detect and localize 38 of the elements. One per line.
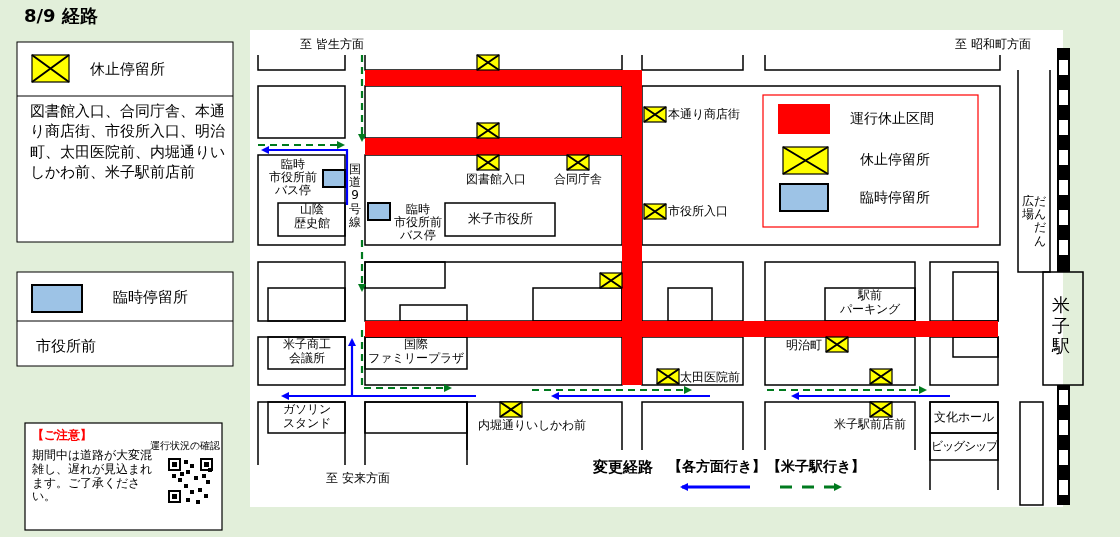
stop-list: 市役所前 bbox=[36, 337, 96, 355]
legend-label: 臨時停留所 bbox=[113, 288, 188, 306]
place-label: 駅前パーキング bbox=[839, 289, 901, 317]
legend-label: 【米子駅行き】 bbox=[767, 458, 865, 475]
direction-label: 至 安来方面 bbox=[326, 471, 390, 486]
place-label: だんだん広場 bbox=[1022, 195, 1046, 248]
direction-label: 至 昭和町方面 bbox=[955, 37, 1031, 52]
notice-text: 期間中は道路が大変混雑し、遅れが見込まれます。ご了承ください。 bbox=[32, 449, 152, 505]
stop-label: 内堀通りいしかわ前 bbox=[478, 418, 586, 433]
stop-label: 太田医院前 bbox=[680, 370, 740, 385]
legend-label: 【各方面行き】 bbox=[668, 458, 766, 475]
legend-label: 運行休止区間 bbox=[850, 110, 934, 127]
place-label: 国際ファミリープラザ bbox=[367, 338, 465, 366]
place-label: ビッグシップ bbox=[930, 439, 998, 454]
stop-label: 合同庁舎 bbox=[553, 172, 603, 187]
road-label: 国道9号線 bbox=[349, 163, 361, 229]
place-label: 文化ホール bbox=[933, 410, 995, 425]
stop-label: 図書館入口 bbox=[465, 172, 527, 187]
stop-label: 米子駅前店前 bbox=[833, 417, 907, 432]
stop-label: 本通り商店街 bbox=[668, 107, 740, 122]
legend-label: 臨時停留所 bbox=[860, 189, 930, 206]
caption: 運行状況の確認 bbox=[150, 440, 220, 451]
stop-label: 臨時市役所前バス停 bbox=[393, 203, 443, 243]
stop-label: 臨時市役所前バス停 bbox=[268, 158, 318, 198]
notice-heading: 【ご注意】 bbox=[32, 428, 92, 443]
place-label: 山陰歴史館 bbox=[292, 203, 331, 231]
direction-label: 至 皆生方面 bbox=[300, 37, 364, 52]
place-label: ガソリンスタンド bbox=[281, 403, 332, 431]
legend-label: 休止停留所 bbox=[90, 60, 165, 78]
place-label: 米子駅 bbox=[1052, 295, 1070, 358]
stop-label: 市役所入口 bbox=[668, 204, 728, 219]
place-label: 米子商工会議所 bbox=[281, 338, 332, 366]
place-label: 米子市役所 bbox=[466, 211, 534, 227]
legend-heading: 変更経路 bbox=[593, 458, 653, 476]
stop-list: 図書館入口、合同庁舎、本通り商店街、市役所入口、明治町、太田医院前、内堀通りいしかわ前、米子駅前店前 bbox=[30, 101, 230, 182]
map-title: 8/9 経路 bbox=[24, 5, 98, 27]
legend-label: 休止停留所 bbox=[860, 151, 930, 168]
stop-label: 明治町 bbox=[786, 338, 822, 353]
